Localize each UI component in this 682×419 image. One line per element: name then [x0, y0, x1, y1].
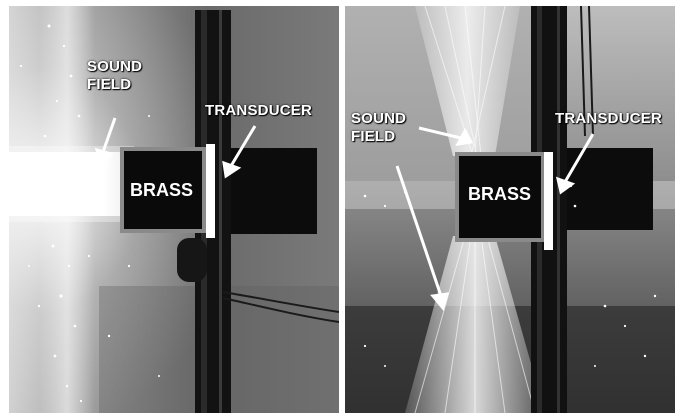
- left-brass-label: BRASS: [130, 180, 194, 200]
- left-sound-field-label: SOUND FIELD: [87, 58, 143, 93]
- right-photo-scene: [345, 6, 675, 413]
- left-transducer-label: TRANSDUCER: [205, 102, 312, 119]
- right-sound-field-label: SOUND FIELD: [351, 110, 407, 145]
- right-transducer-label: TRANSDUCER: [555, 110, 662, 127]
- left-photo-scene: [9, 6, 339, 413]
- right-brass-label: BRASS: [468, 184, 532, 204]
- right-photo-panel: SOUND FIELD TRANSDUCER BRASS: [345, 6, 675, 413]
- left-photo-panel: SOUND FIELD TRANSDUCER BRASS: [9, 6, 339, 413]
